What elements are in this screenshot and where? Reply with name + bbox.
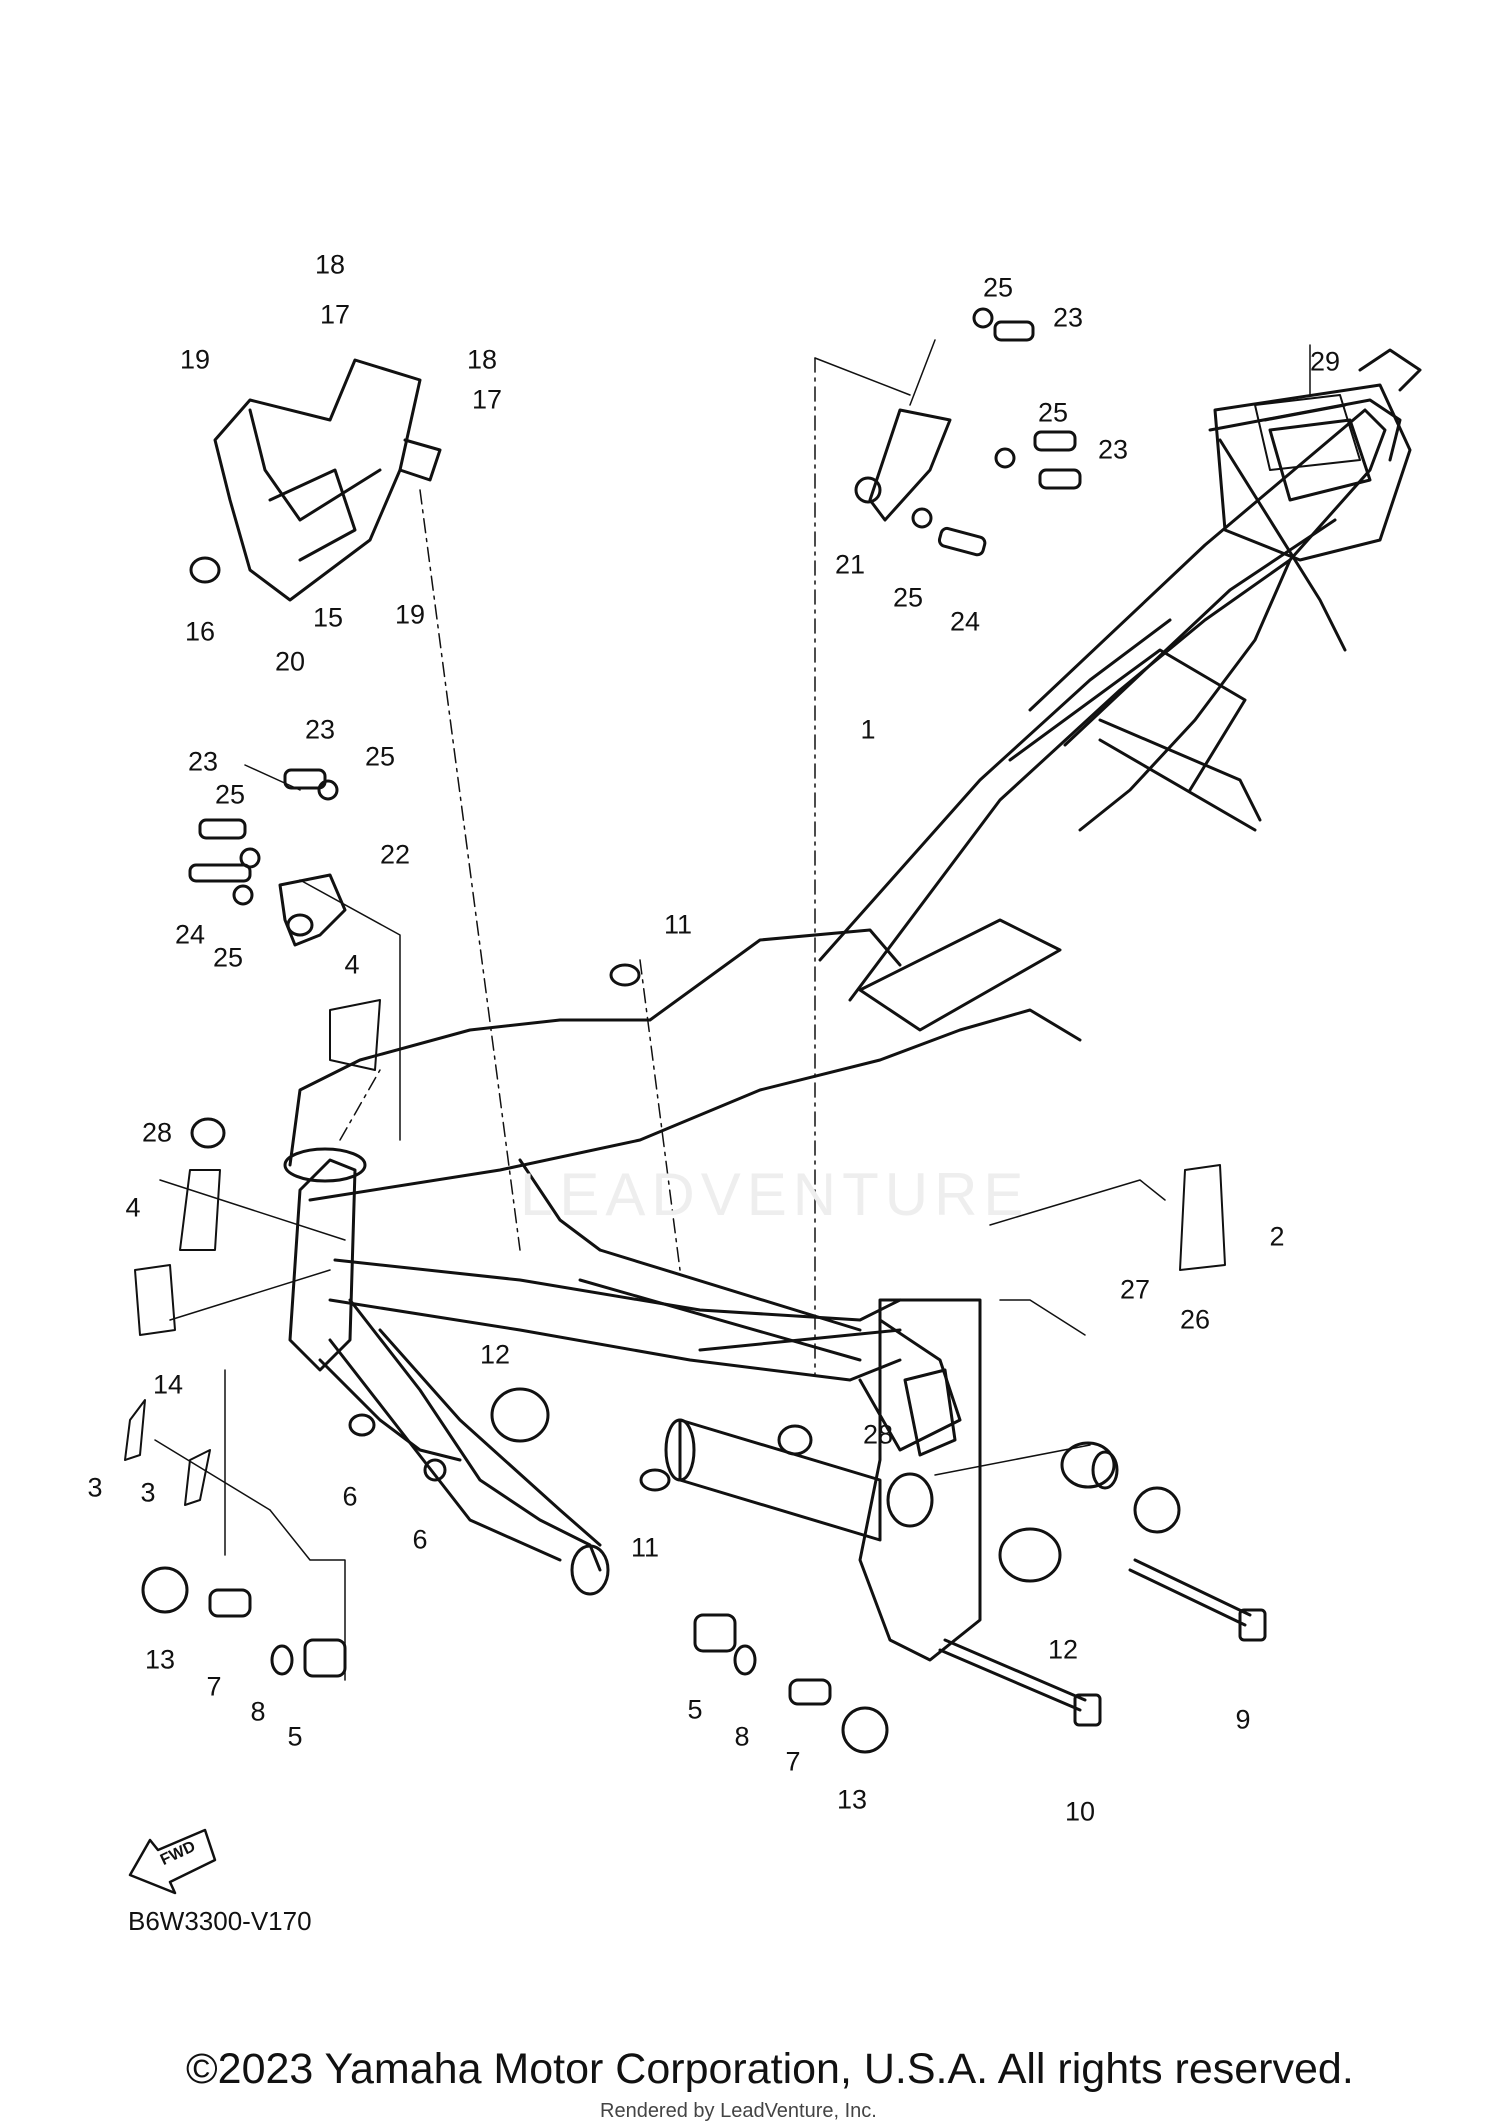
bolts <box>188 307 1082 906</box>
callout-12: 12 <box>479 1339 511 1370</box>
callout-25: 25 <box>982 272 1014 303</box>
callout-29: 29 <box>1309 346 1341 377</box>
callout-28: 28 <box>141 1117 173 1148</box>
callout-23: 23 <box>187 746 219 777</box>
callout-28: 28 <box>862 1419 894 1450</box>
callout-13: 13 <box>836 1784 868 1815</box>
callout-23: 23 <box>1097 434 1129 465</box>
callout-17: 17 <box>471 384 503 415</box>
callout-8: 8 <box>734 1721 750 1752</box>
callout-25: 25 <box>364 741 396 772</box>
callout-26: 26 <box>1179 1304 1211 1335</box>
fwd-arrow-icon <box>128 1828 217 1895</box>
callout-5: 5 <box>687 1694 703 1725</box>
long-bolts <box>938 1558 1267 1727</box>
callout-19: 19 <box>179 344 211 375</box>
callout-25: 25 <box>212 942 244 973</box>
watermark: LEADVENTURE <box>520 1161 1030 1228</box>
callout-16: 16 <box>184 616 216 647</box>
callout-25: 25 <box>1037 397 1069 428</box>
labels <box>124 394 1361 1506</box>
callout-10: 10 <box>1064 1796 1096 1827</box>
callout-11: 11 <box>630 1532 660 1563</box>
callout-23: 23 <box>1052 302 1084 333</box>
callout-23: 23 <box>304 714 336 745</box>
callout-11: 11 <box>663 909 693 940</box>
callout-24: 24 <box>174 919 206 950</box>
callout-27: 27 <box>1119 1274 1151 1305</box>
callout-9: 9 <box>1235 1704 1251 1735</box>
callout-4: 4 <box>344 949 360 980</box>
rendered-by-notice: Rendered by LeadVenture, Inc. <box>600 2100 877 2122</box>
figure-code: B6W3300-V170 <box>128 1906 312 1936</box>
callout-4: 4 <box>125 1192 141 1223</box>
callout-12: 12 <box>1047 1634 1079 1665</box>
callout-18: 18 <box>466 344 498 375</box>
callout-3: 3 <box>87 1472 103 1503</box>
callout-15: 15 <box>312 602 344 633</box>
callout-21: 21 <box>834 549 866 580</box>
callout-6: 6 <box>412 1524 428 1555</box>
bushings <box>141 963 1181 1754</box>
callout-13: 13 <box>144 1644 176 1675</box>
callout-7: 7 <box>785 1746 801 1777</box>
callout-19: 19 <box>394 599 426 630</box>
callout-20: 20 <box>274 646 306 677</box>
callout-3: 3 <box>140 1477 156 1508</box>
callout-5: 5 <box>287 1721 303 1752</box>
callout-17: 17 <box>319 299 351 330</box>
callout-14: 14 <box>152 1369 184 1400</box>
callout-8: 8 <box>250 1696 266 1727</box>
copyright-notice: ©2023 Yamaha Motor Corporation, U.S.A. A… <box>186 2045 1354 2093</box>
callout-24: 24 <box>949 606 981 637</box>
callout-18: 18 <box>314 249 346 280</box>
callout-25: 25 <box>892 582 924 613</box>
callout-2: 2 <box>1269 1221 1285 1252</box>
callout-6: 6 <box>342 1481 358 1512</box>
rear-plate <box>1213 348 1422 562</box>
bracket-21 <box>854 408 952 522</box>
engine-bracket-22 <box>278 873 347 947</box>
callout-7: 7 <box>206 1671 222 1702</box>
callout-25: 25 <box>214 779 246 810</box>
callout-1: 1 <box>860 714 876 745</box>
callout-22: 22 <box>379 839 411 870</box>
main-frame <box>283 398 1402 1662</box>
battery-box <box>189 358 442 602</box>
leader-lines <box>154 339 1311 1681</box>
reference-lines <box>339 357 816 1376</box>
